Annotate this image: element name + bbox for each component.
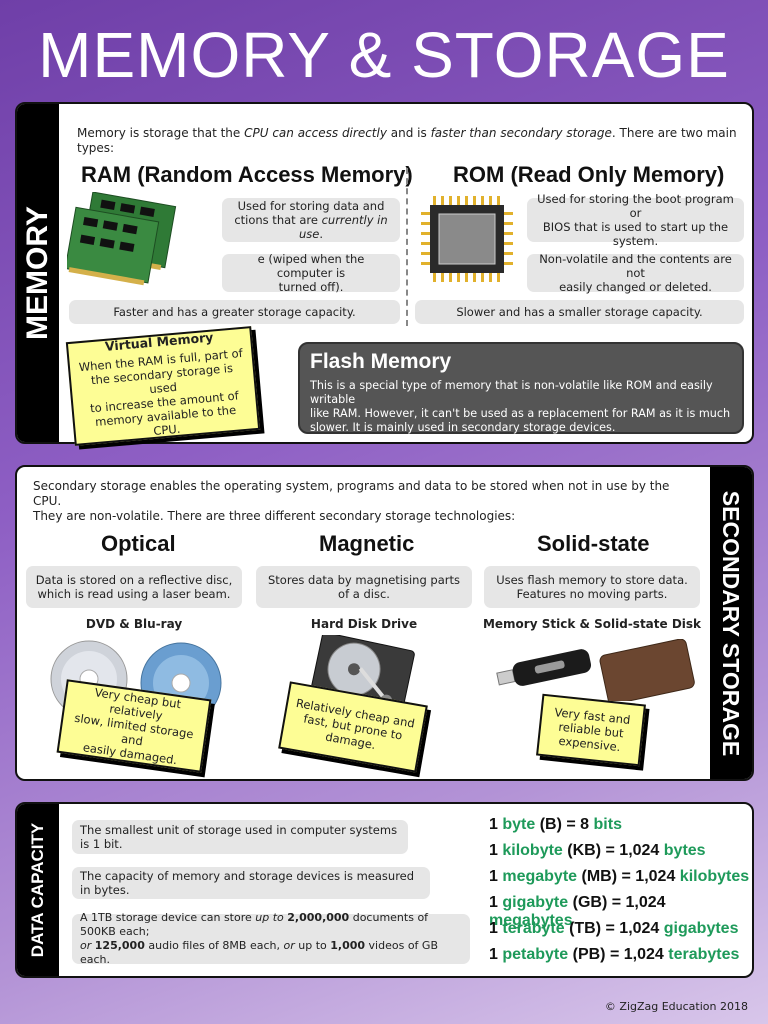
memory-side-label: MEMORY xyxy=(17,104,59,442)
solid-state-note: Very fast and reliable but expensive. xyxy=(536,693,646,767)
ram-fact-3: Faster and has a greater storage capacit… xyxy=(69,300,400,324)
unit-row-gigabyte: 1 gigabyte (GB) = 1,024 megabytes xyxy=(489,894,666,929)
rom-chip-image xyxy=(421,196,513,282)
capacity-fact-1: The smallest unit of storage used in com… xyxy=(72,820,408,854)
memory-stick-ssd-image xyxy=(496,639,695,701)
optical-heading: Optical xyxy=(101,531,176,556)
flash-heading: Flash Memory xyxy=(310,350,452,373)
solid-state-heading: Solid-state xyxy=(537,531,650,556)
optical-example: DVD & Blu-ray xyxy=(85,617,183,631)
virtual-memory-note: Virtual Memory When the RAM is full, par… xyxy=(65,326,261,446)
solid-state-description: Uses flash memory to store data.Features… xyxy=(484,566,700,608)
memory-panel: MEMORY Memory is storage that the CPU ca… xyxy=(15,102,754,444)
secondary-side-label: SECONDARY STORAGE xyxy=(710,467,752,779)
flash-memory-box: Flash Memory This is a special type of m… xyxy=(298,342,744,434)
rom-fact-3: Slower and has a smaller storage capacit… xyxy=(415,300,744,324)
secondary-storage-panel: SECONDARY STORAGE Secondary storage enab… xyxy=(15,465,754,781)
data-capacity-panel: DATA CAPACITY The smallest unit of stora… xyxy=(15,802,754,978)
secondary-intro: Secondary storage enables the operating … xyxy=(33,479,670,523)
magnetic-heading: Magnetic xyxy=(319,531,415,556)
page-title: MEMORY & STORAGE xyxy=(38,19,730,91)
flash-description: This is a special type of memory that is… xyxy=(310,379,731,434)
column-divider xyxy=(406,168,408,326)
solid-state-example: Memory Stick & Solid-state Disk xyxy=(482,617,702,631)
capacity-side-label: DATA CAPACITY xyxy=(17,804,59,976)
ram-heading: RAM (Random Access Memory) xyxy=(81,162,413,187)
capacity-fact-3: A 1TB storage device can store up to 2,0… xyxy=(72,911,470,966)
optical-description: Data is stored on a reflective disc,whic… xyxy=(26,566,242,608)
ram-stick-image xyxy=(67,192,177,286)
unit-row-kilobyte: 1 kilobyte (KB) = 1,024 bytes xyxy=(489,842,706,859)
magnetic-example: Hard Disk Drive xyxy=(310,617,418,631)
rom-heading: ROM (Read Only Memory) xyxy=(453,162,725,187)
unit-row-byte: 1 byte (B) = 8 bits xyxy=(489,816,622,833)
footer-copyright: © ZigZag Education 2018 xyxy=(604,1000,748,1013)
capacity-fact-2: The capacity of memory and storage devic… xyxy=(72,867,430,899)
unit-row-terabyte: 1 terabyte (TB) = 1,024 gigabytes xyxy=(489,920,739,937)
unit-row-megabyte: 1 megabyte (MB) = 1,024 kilobytes xyxy=(489,868,750,885)
memory-intro: Memory is storage that the CPU can acces… xyxy=(77,126,737,155)
unit-row-petabyte: 1 petabyte (PB) = 1,024 terabytes xyxy=(489,946,740,963)
